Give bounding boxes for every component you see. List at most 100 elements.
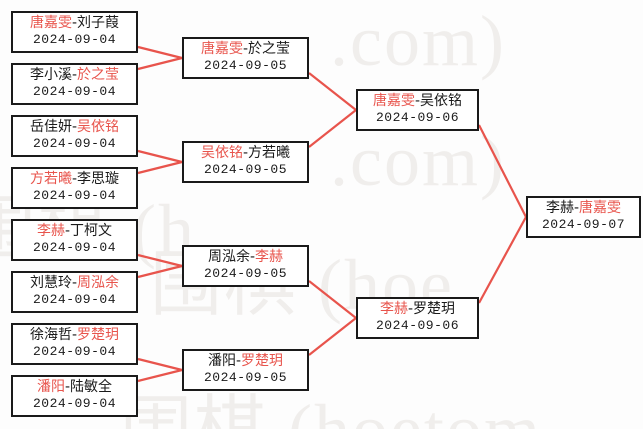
connector-line (478, 124, 527, 218)
player-separator: - (64, 223, 71, 239)
match-date: 2024-09-06 (375, 318, 459, 333)
player-right: 罗楚玥 (413, 301, 456, 317)
match-players: 潘阳-罗楚玥 (208, 353, 283, 370)
player-left: 唐嘉雯 (372, 93, 415, 109)
match-date: 2024-09-04 (32, 84, 116, 99)
player-separator: - (71, 327, 78, 343)
match-date: 2024-09-04 (32, 136, 116, 151)
connector-line (137, 160, 183, 175)
player-right: 李赫 (255, 249, 284, 265)
player-right: 罗楚玥 (77, 327, 120, 343)
watermark-text: .com) (330, 121, 506, 201)
match-players: 吴依铭-方若曦 (201, 145, 290, 162)
player-separator: - (249, 249, 256, 265)
player-left: 吴依铭 (200, 145, 243, 161)
match-date: 2024-09-05 (203, 162, 287, 177)
player-separator: - (242, 41, 249, 57)
match-players: 徐海哲-罗楚玥 (30, 327, 119, 344)
match-players: 唐嘉雯-刘子葭 (30, 15, 119, 32)
player-right: 李思璇 (77, 171, 120, 187)
match-players: 李小溪-於之莹 (30, 67, 119, 84)
player-left: 李赫 (545, 200, 574, 216)
match-date: 2024-09-04 (32, 240, 116, 255)
player-right: 吴依铭 (77, 119, 120, 135)
player-left: 潘阳 (36, 379, 65, 395)
player-left: 徐海哲 (29, 327, 72, 343)
match-date: 2024-09-04 (32, 188, 116, 203)
player-left: 周泓余 (207, 249, 250, 265)
player-left: 李赫 (36, 223, 65, 239)
match-date: 2024-09-05 (203, 370, 287, 385)
match-players: 潘阳-陆敏全 (37, 379, 112, 396)
connector-line (478, 216, 527, 304)
player-right: 刘子葭 (77, 15, 120, 31)
connector-line (137, 368, 183, 383)
player-left: 岳佳妍 (29, 119, 72, 135)
player-right: 吴依铭 (420, 93, 463, 109)
player-separator: - (64, 379, 71, 395)
player-right: 方若曦 (248, 145, 291, 161)
match-date: 2024-09-07 (541, 217, 625, 232)
match-players: 李赫-丁柯文 (37, 223, 112, 240)
player-right: 陆敏全 (70, 379, 113, 395)
player-separator: - (573, 200, 580, 216)
match-players: 唐嘉雯-於之莹 (201, 41, 290, 58)
player-separator: - (235, 353, 242, 369)
player-separator: - (71, 275, 78, 291)
player-right: 於之莹 (77, 67, 120, 83)
connector-line (308, 280, 357, 319)
connector-line (137, 357, 183, 372)
connector-line (137, 264, 183, 279)
match-players: 周泓余-李赫 (208, 249, 283, 266)
match-date: 2024-09-04 (32, 396, 116, 411)
match-players: 刘慧玲-周泓余 (30, 275, 119, 292)
match-date: 2024-09-05 (203, 58, 287, 73)
match-players: 唐嘉雯-吴依铭 (373, 93, 462, 110)
match-players: 岳佳妍-吴依铭 (30, 119, 119, 136)
match-players: 李赫-罗楚玥 (380, 301, 455, 318)
player-right: 罗楚玥 (241, 353, 284, 369)
player-right: 周泓余 (77, 275, 120, 291)
player-separator: - (71, 171, 78, 187)
connector-line (308, 109, 357, 148)
player-separator: - (414, 93, 421, 109)
player-left: 唐嘉雯 (29, 15, 72, 31)
player-left: 方若曦 (29, 171, 72, 187)
connector-line (137, 253, 183, 268)
match-date: 2024-09-05 (203, 266, 287, 281)
match-date: 2024-09-06 (375, 110, 459, 125)
player-separator: - (71, 119, 78, 135)
player-left: 唐嘉雯 (200, 41, 243, 57)
player-separator: - (407, 301, 414, 317)
player-right: 於之莹 (248, 41, 291, 57)
match-players: 方若曦-李思璇 (30, 171, 119, 188)
connector-line (137, 149, 183, 164)
connector-line (308, 72, 357, 111)
connector-line (308, 317, 357, 356)
player-left: 李赫 (379, 301, 408, 317)
watermark-text: .com) (330, 1, 506, 81)
match-date: 2024-09-04 (32, 292, 116, 307)
player-right: 丁柯文 (70, 223, 113, 239)
connector-line (137, 56, 183, 71)
player-right: 唐嘉雯 (579, 200, 622, 216)
player-left: 潘阳 (207, 353, 236, 369)
player-separator: - (242, 145, 249, 161)
player-left: 李小溪 (29, 67, 72, 83)
